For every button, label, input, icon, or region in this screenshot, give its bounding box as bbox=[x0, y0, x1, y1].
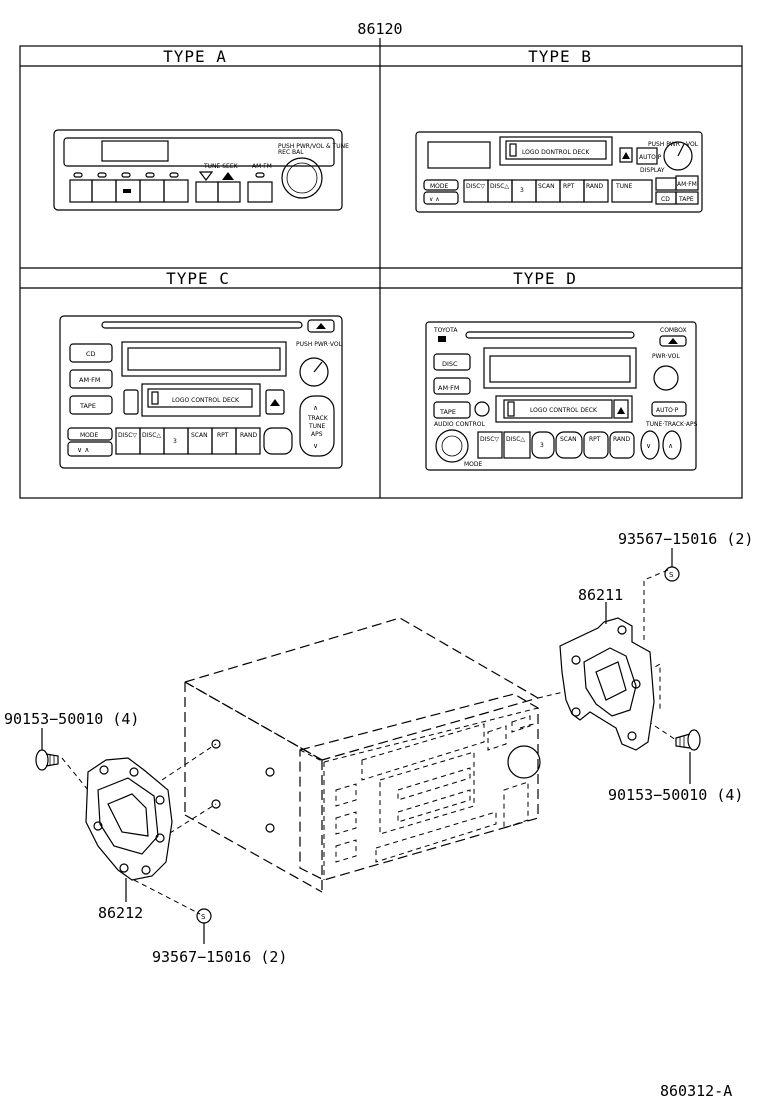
svg-text:∧: ∧ bbox=[668, 442, 673, 450]
svg-text:MODE: MODE bbox=[80, 432, 99, 439]
label-screw-top-right: 93567−15016 (2) bbox=[618, 530, 753, 548]
main-part-number: 86120 bbox=[357, 20, 402, 38]
svg-text:3: 3 bbox=[540, 442, 544, 449]
svg-text:AM·FM: AM·FM bbox=[677, 181, 697, 188]
svg-text:PUSH PWR·VOL: PUSH PWR·VOL bbox=[296, 341, 343, 348]
type-c-radio: PUSH PWR·VOL CD AM·FM TAPE LOGO CONTROL … bbox=[59, 315, 343, 469]
svg-text:3: 3 bbox=[520, 187, 524, 194]
svg-text:DISC△: DISC△ bbox=[142, 432, 161, 439]
svg-text:∧: ∧ bbox=[313, 404, 318, 412]
svg-text:DISC▽: DISC▽ bbox=[466, 183, 485, 190]
svg-text:AUDIO CONTROL: AUDIO CONTROL bbox=[434, 421, 485, 428]
type-a-label: TYPE A bbox=[163, 47, 227, 66]
svg-text:∨ ∧: ∨ ∧ bbox=[77, 446, 89, 454]
label-bolt-left: 90153−50010 (4) bbox=[4, 710, 139, 728]
bolt-left-icon bbox=[35, 749, 59, 771]
label-bracket-86211: 86211 bbox=[578, 586, 623, 604]
svg-text:RAND: RAND bbox=[613, 436, 631, 443]
svg-text:DISC: DISC bbox=[442, 360, 458, 368]
svg-text:∨: ∨ bbox=[313, 442, 318, 450]
svg-text:3: 3 bbox=[173, 438, 177, 445]
svg-text:RPT: RPT bbox=[563, 183, 575, 190]
type-d-radio: TOYOTA COMBOX PWR·VOL DISC AM·FM TAPE LO… bbox=[425, 321, 698, 471]
type-grid-frame bbox=[19, 45, 743, 499]
svg-text:PWR·VOL: PWR·VOL bbox=[652, 353, 680, 360]
bracket-86211 bbox=[559, 617, 655, 751]
type-b-label: TYPE B bbox=[528, 47, 592, 66]
svg-text:∨: ∨ bbox=[646, 442, 651, 450]
diagram-code: 860312-A bbox=[660, 1082, 732, 1100]
svg-text:MODE: MODE bbox=[464, 461, 483, 468]
svg-text:SCAN: SCAN bbox=[538, 183, 555, 190]
svg-text:TOYOTA: TOYOTA bbox=[433, 327, 458, 334]
svg-text:DISC△: DISC△ bbox=[490, 183, 509, 190]
svg-text:TAPE: TAPE bbox=[79, 402, 96, 410]
svg-text:LOGO CONTROL DECK: LOGO CONTROL DECK bbox=[172, 397, 240, 404]
svg-text:APS: APS bbox=[311, 431, 323, 438]
bolt-right-icon bbox=[675, 729, 701, 751]
type-a-knob-label: PUSH PWR/VOL & TUNE bbox=[278, 143, 349, 150]
label-bracket-86212: 86212 bbox=[98, 904, 143, 922]
type-d-label: TYPE D bbox=[513, 269, 577, 288]
svg-text:AUTO·P: AUTO·P bbox=[656, 407, 679, 414]
svg-text:CD: CD bbox=[661, 196, 670, 203]
svg-text:DISC▽: DISC▽ bbox=[118, 432, 137, 439]
label-screw-bottom-left: 93567−15016 (2) bbox=[152, 948, 287, 966]
svg-text:TAPE: TAPE bbox=[439, 408, 456, 416]
svg-text:SCAN: SCAN bbox=[560, 436, 577, 443]
svg-text:AM·FM: AM·FM bbox=[79, 376, 100, 384]
head-unit-exploded bbox=[184, 617, 541, 893]
screw-s-bottom-left: S bbox=[196, 908, 212, 924]
svg-text:REC BAL: REC BAL bbox=[278, 149, 304, 156]
svg-text:DISPLAY: DISPLAY bbox=[640, 167, 665, 174]
svg-text:RPT: RPT bbox=[217, 432, 229, 439]
svg-text:AUTO·P: AUTO·P bbox=[639, 154, 662, 161]
svg-text:AM·FM: AM·FM bbox=[438, 384, 459, 392]
svg-text:TUNE: TUNE bbox=[615, 183, 633, 190]
svg-text:VOL: VOL bbox=[686, 141, 699, 148]
svg-text:AM·FM: AM·FM bbox=[252, 163, 272, 170]
svg-text:TUNE SEEK: TUNE SEEK bbox=[203, 163, 239, 170]
svg-text:DISC△: DISC△ bbox=[506, 436, 525, 443]
type-c-label: TYPE C bbox=[166, 269, 230, 288]
svg-text:LOGO CONTROL DECK: LOGO CONTROL DECK bbox=[530, 407, 598, 414]
svg-text:DISC▽: DISC▽ bbox=[480, 436, 499, 443]
bracket-86212 bbox=[85, 757, 173, 881]
svg-text:TUNE: TUNE bbox=[308, 423, 326, 430]
svg-text:MODE: MODE bbox=[430, 183, 449, 190]
type-b-deck-label: LOGO DONTROL DECK bbox=[522, 149, 590, 156]
svg-text:TUNE·TRACK·APS: TUNE·TRACK·APS bbox=[645, 421, 698, 428]
svg-text:∨ ∧: ∨ ∧ bbox=[429, 196, 440, 203]
screw-s-top-right: S bbox=[664, 566, 680, 582]
svg-text:RAND: RAND bbox=[586, 183, 604, 190]
svg-text:CD: CD bbox=[86, 350, 96, 358]
svg-text:TAPE: TAPE bbox=[678, 196, 694, 203]
label-bolt-right: 90153−50010 (4) bbox=[608, 786, 743, 804]
svg-text:TRACK: TRACK bbox=[307, 415, 329, 422]
svg-text:SCAN: SCAN bbox=[191, 432, 208, 439]
type-a-radio: PUSH PWR/VOL & TUNE REC BAL TUNE SEEK AM… bbox=[53, 129, 349, 211]
svg-text:S: S bbox=[201, 913, 206, 921]
svg-text:RAND: RAND bbox=[240, 432, 258, 439]
type-b-radio: LOGO DONTROL DECK AUTO·P PUSH PWR VOL DI… bbox=[415, 131, 703, 213]
svg-text:S: S bbox=[669, 571, 674, 579]
svg-text:PUSH PWR: PUSH PWR bbox=[648, 141, 680, 148]
svg-text:COMBOX: COMBOX bbox=[660, 327, 687, 334]
svg-text:RPT: RPT bbox=[589, 436, 601, 443]
